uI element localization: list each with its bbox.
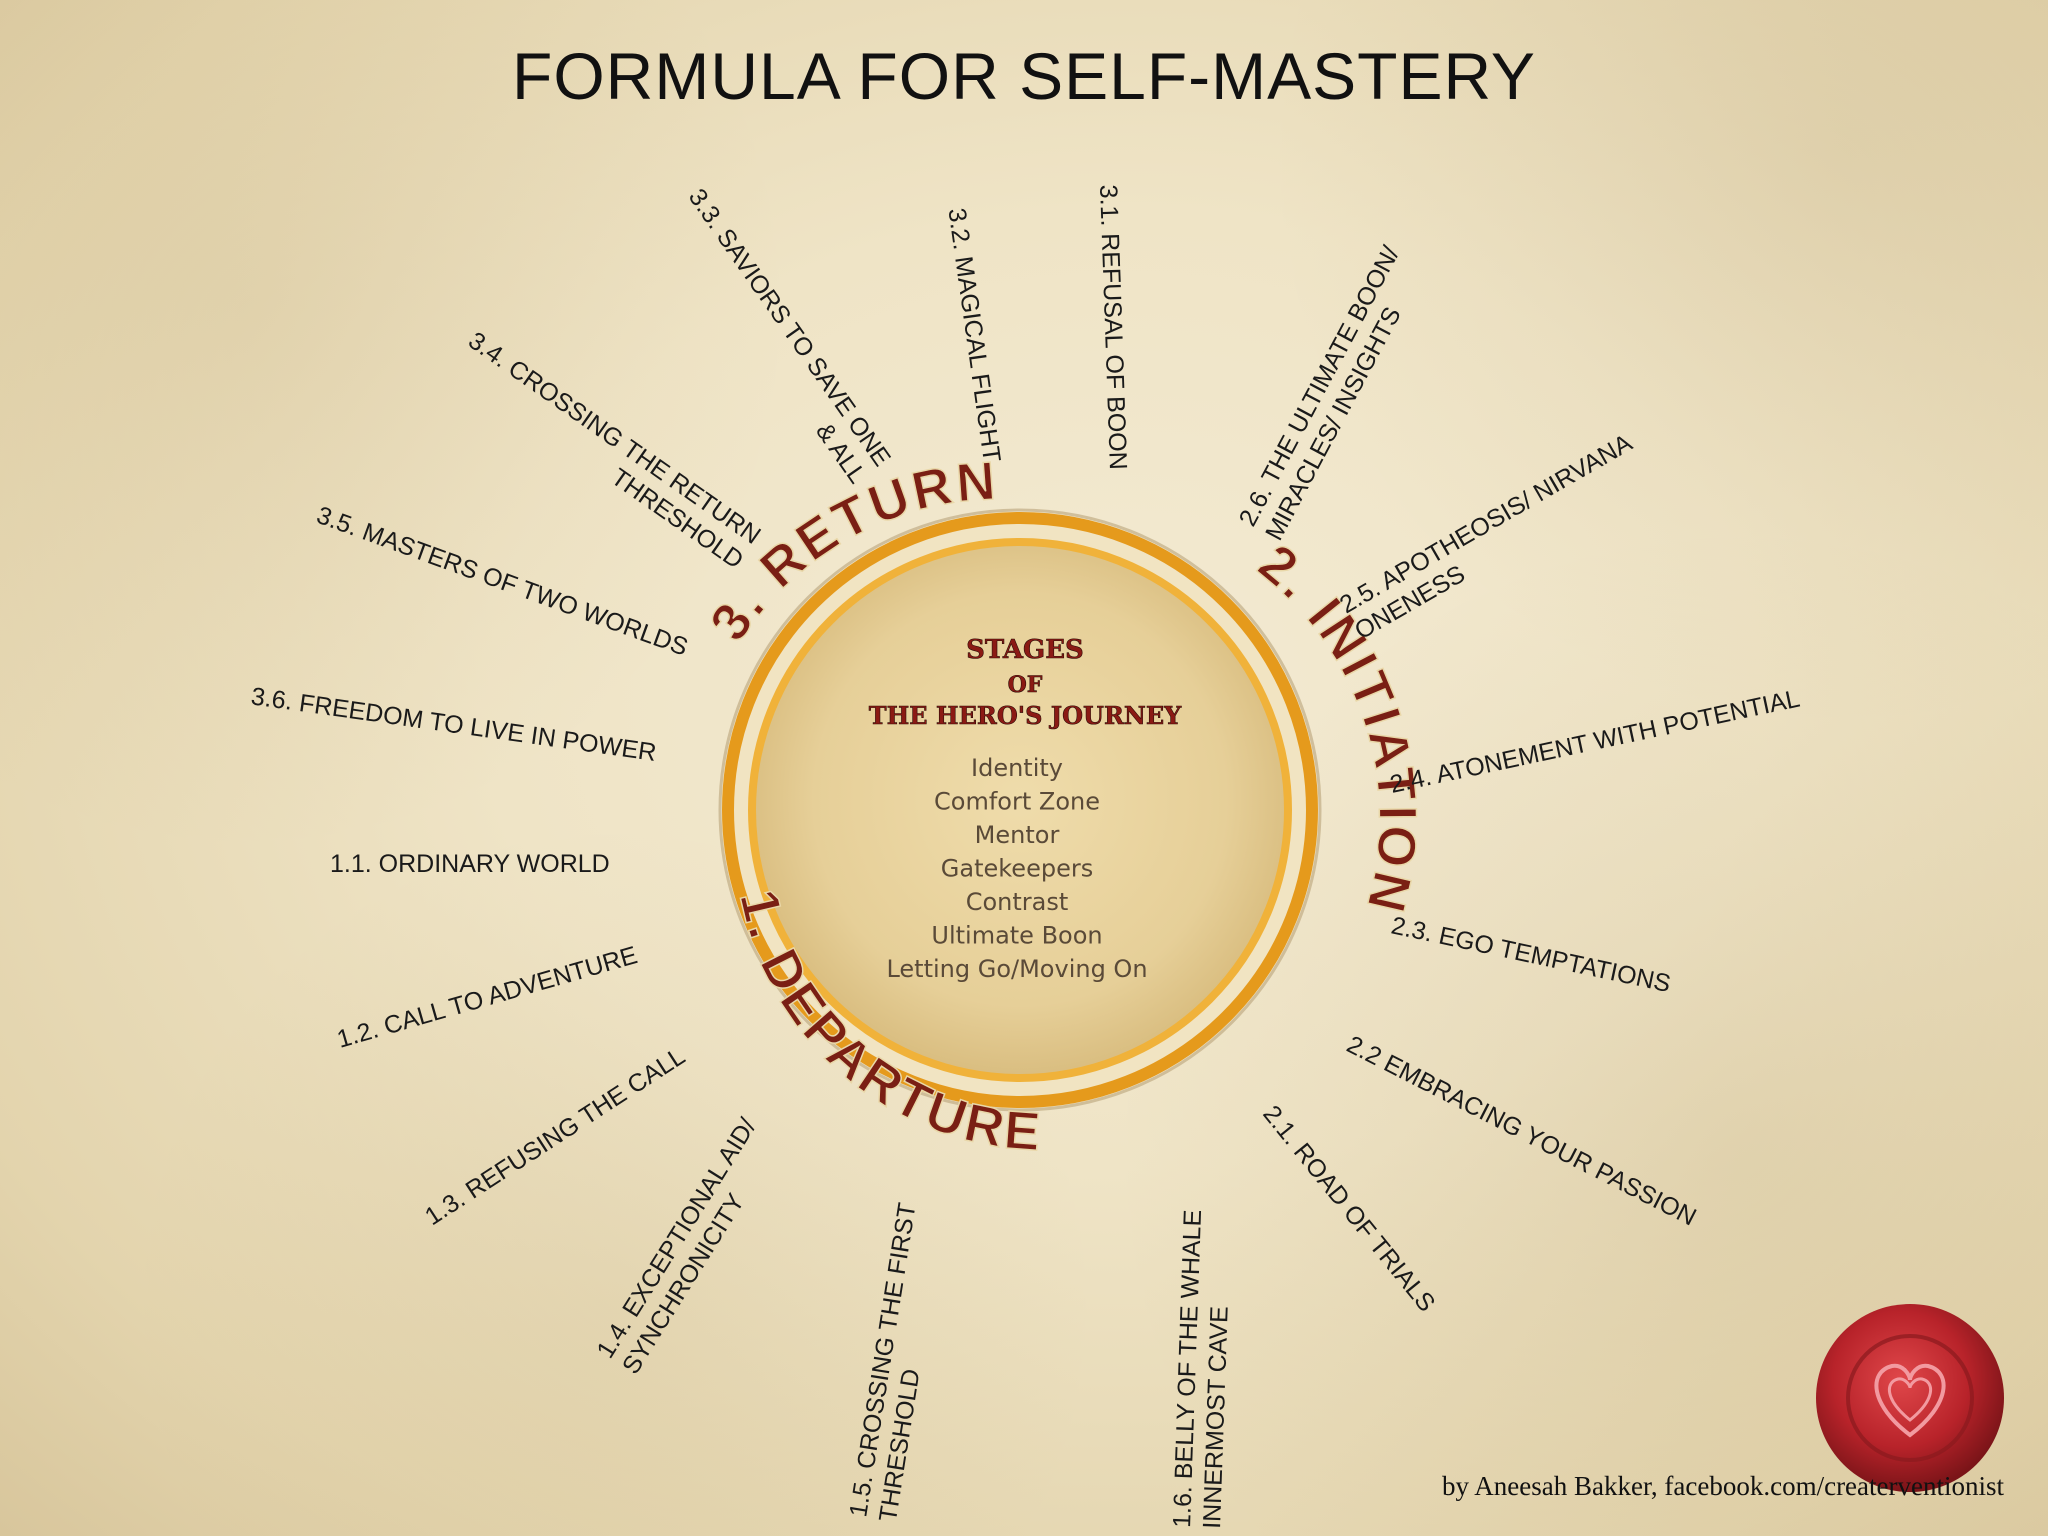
ray-label-s1-3: 1.3. REFUSING THE CALL: [420, 1042, 690, 1231]
ray-label-s1-6: 1.6. BELLY OF THE WHALEINNERMOST CAVE: [1168, 1209, 1237, 1529]
center-item: Identity: [971, 754, 1063, 782]
credit-line: by Aneesah Bakker, facebook.com/createrv…: [1442, 1471, 2004, 1501]
center-item: Contrast: [966, 888, 1069, 916]
center-item: Ultimate Boon: [931, 922, 1102, 950]
ray-label-s2-1: 2.1. ROAD OF TRIALS: [1257, 1100, 1440, 1317]
ray-label-s1-4: 1.4. EXCEPTIONAL AID/SYNCHRONICITY: [591, 1113, 787, 1379]
ray-label-s2-4: 2.4. ATONEMENT WITH POTENTIAL: [1387, 685, 1802, 799]
ray-label-s3-3: 3.3. SAVIORS TO SAVE ONE& ALL: [658, 184, 896, 489]
center-item: Gatekeepers: [941, 855, 1093, 883]
center-heading-heros-journey: THE HERO'S JOURNEY: [869, 701, 1182, 730]
ray-label-s2-2: 2.2 EMBRACING YOUR PASSION: [1342, 1030, 1700, 1231]
wax-seal: [1816, 1304, 2004, 1492]
ray-label-s2-6: 2.6. THE ULTIMATE BOON/MIRACLES/ INSIGHT…: [1234, 242, 1432, 545]
ray-label-s3-4: 3.4. CROSSING THE RETURNTHRESHOLD: [446, 326, 766, 574]
center-heading-of: OF: [1008, 672, 1043, 698]
page-title: FORMULA FOR SELF-MASTERY: [512, 39, 1536, 113]
ray-label-s1-5: 1.5. CROSSING THE FIRSTTHRESHOLD: [844, 1201, 951, 1524]
heart-icon: [1874, 1363, 1946, 1438]
ray-label-s2-3: 2.3. EGO TEMPTATIONS: [1389, 911, 1673, 998]
ray-label-s3-2: 3.2. MAGICAL FLIGHT: [942, 206, 1005, 463]
center-item: Letting Go/Moving On: [886, 955, 1147, 983]
center-content: STAGES OF THE HERO'S JOURNEY IdentityCom…: [868, 635, 1182, 983]
center-disc: [718, 508, 1322, 1112]
ray-label-s1-2: 1.2. CALL TO ADVENTURE: [334, 941, 640, 1054]
ray-label-s2-5: 2.5. APOTHEOSIS/ NIRVANAONENESS: [1335, 429, 1652, 646]
center-item: Comfort Zone: [934, 788, 1100, 816]
ray-label-s3-5: 3.5. MASTERS OF TWO WORLDS: [313, 501, 692, 662]
ray-label-s1-1: 1.1. ORDINARY WORLD: [330, 850, 610, 878]
center-item: Mentor: [975, 821, 1060, 849]
ray-label-s3-1: 3.1. REFUSAL OF BOON: [1094, 184, 1132, 470]
ray-label-s3-6: 3.6. FREEDOM TO LIVE IN POWER: [249, 682, 658, 767]
center-heading-stages: STAGES: [966, 635, 1084, 665]
